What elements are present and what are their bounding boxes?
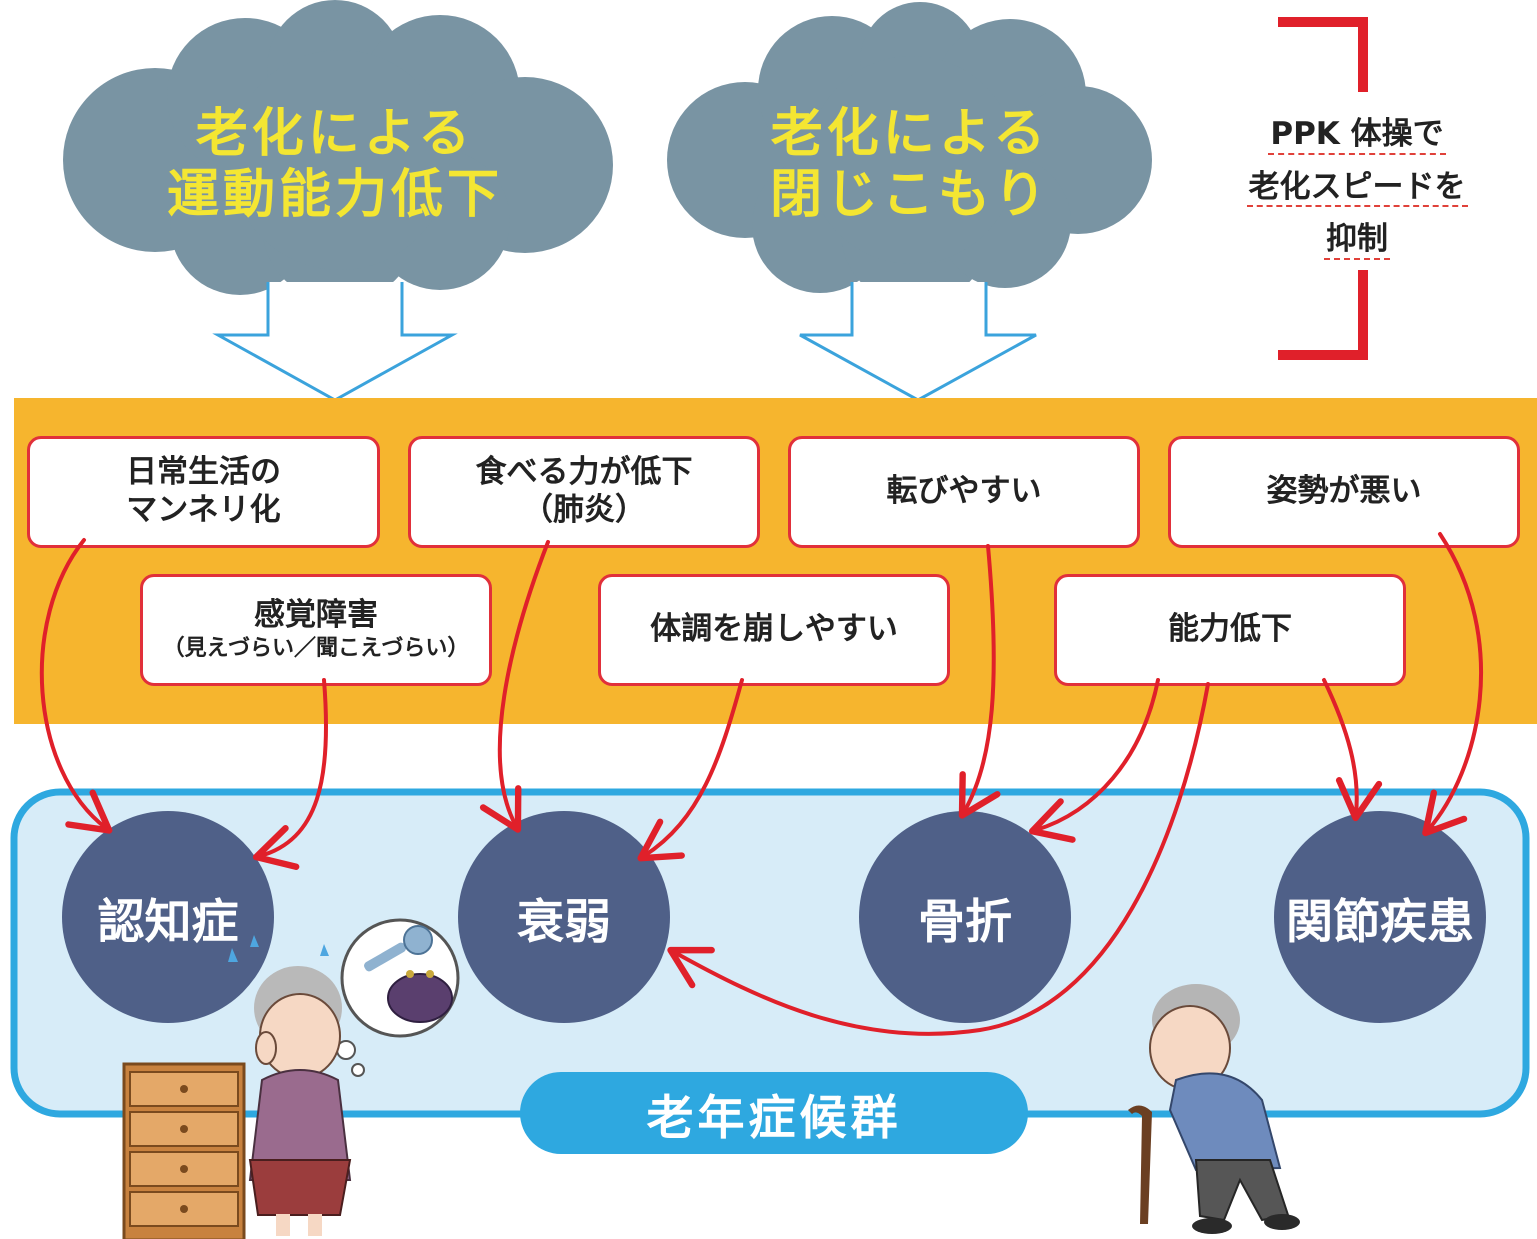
outcome-frailty: 衰弱 — [458, 811, 670, 1023]
cloud-right-line-2: 閉じこもり — [769, 165, 1050, 226]
cloud-left-line-2: 運動能力低下 — [166, 165, 503, 226]
box-sensory-sub: （見えづらい／聞こえづらい） — [162, 635, 470, 661]
arrow-ability-to-frailty — [667, 682, 1210, 1036]
circle-joint-bg — [1274, 811, 1486, 1023]
box-condition-line-1: 体調を崩しやすい — [650, 611, 898, 648]
arrow-ability-to-fracture — [1028, 678, 1160, 843]
box-sensory-line-1: 感覚障害 — [254, 596, 378, 633]
circle-fracture-bg — [859, 811, 1071, 1023]
outcome-fracture: 骨折 — [859, 811, 1071, 1023]
arrow-ability-to-joint — [1322, 678, 1383, 822]
circle-frailty-bg — [458, 811, 670, 1023]
cloud-right-line-1: 老化による — [770, 104, 1050, 164]
box-falls-line-1: 転びやすい — [886, 473, 1042, 510]
outcome-frailty-label: 衰弱 — [517, 894, 611, 950]
outcome-dementia: 認知症 — [62, 811, 274, 1023]
arrow-routine-to-dementia — [39, 538, 113, 834]
box-eating-line-1: 食べる力が低下 — [475, 454, 693, 491]
ppk-line-1: PPK 体操で — [1268, 116, 1446, 155]
box-posture: 姿勢が悪い — [1168, 436, 1520, 548]
grandpa-with-cane-illustration — [1128, 984, 1300, 1234]
ppk-line-2: 老化スピードを — [1246, 169, 1468, 208]
arrow-condition-to-frailty — [637, 678, 744, 862]
cloud-left — [63, 0, 613, 303]
chest-of-drawers-illustration — [122, 1062, 246, 1239]
outcome-fracture-label: 骨折 — [918, 894, 1012, 950]
box-routine-line-1: 日常生活の — [126, 454, 281, 491]
outcome-joint: 関節疾患 — [1274, 811, 1486, 1023]
cloud-right-label: 老化による 閉じこもり — [740, 104, 1080, 227]
forgetful-grandma-illustration — [228, 935, 352, 1236]
syndrome-pill: 老年症候群 — [520, 1072, 1028, 1154]
outcome-joint-label: 関節疾患 — [1286, 894, 1474, 950]
arrow-sensory-to-dementia — [252, 678, 328, 870]
box-posture-line-1: 姿勢が悪い — [1266, 473, 1422, 510]
ppk-line-3: 抑制 — [1324, 222, 1390, 261]
box-sensory: 感覚障害 （見えづらい／聞こえづらい） — [140, 574, 492, 686]
cloud-right — [667, 2, 1152, 306]
ppk-note: PPK 体操で 老化スピードを 抑制 — [1192, 108, 1522, 266]
circle-dementia-bg — [62, 811, 274, 1023]
ppk-bracket — [1278, 17, 1368, 360]
syndrome-label: 老年症候群 — [646, 1090, 902, 1146]
arrow-eating-to-frailty — [479, 540, 550, 833]
box-routine-line-2: マンネリ化 — [126, 492, 281, 528]
box-ability: 能力低下 — [1054, 574, 1406, 686]
arrow-falls-to-fracture — [958, 544, 1001, 819]
box-ability-line-1: 能力低下 — [1168, 611, 1292, 648]
outcome-dementia-label: 認知症 — [97, 894, 239, 950]
cloud-left-label: 老化による 運動能力低下 — [150, 104, 520, 227]
arrow-posture-to-joint — [1422, 532, 1484, 837]
box-eating-sub: （肺炎） — [522, 492, 646, 528]
box-condition: 体調を崩しやすい — [598, 574, 950, 686]
box-routine: 日常生活の マンネリ化 — [27, 436, 380, 548]
box-falls: 転びやすい — [788, 436, 1140, 548]
cloud-left-line-1: 老化による — [195, 104, 475, 164]
syndrome-pill-bg — [520, 1072, 1028, 1154]
key-and-purse-thought-bubble-icon — [336, 918, 460, 1077]
box-eating: 食べる力が低下 （肺炎） — [408, 436, 760, 548]
